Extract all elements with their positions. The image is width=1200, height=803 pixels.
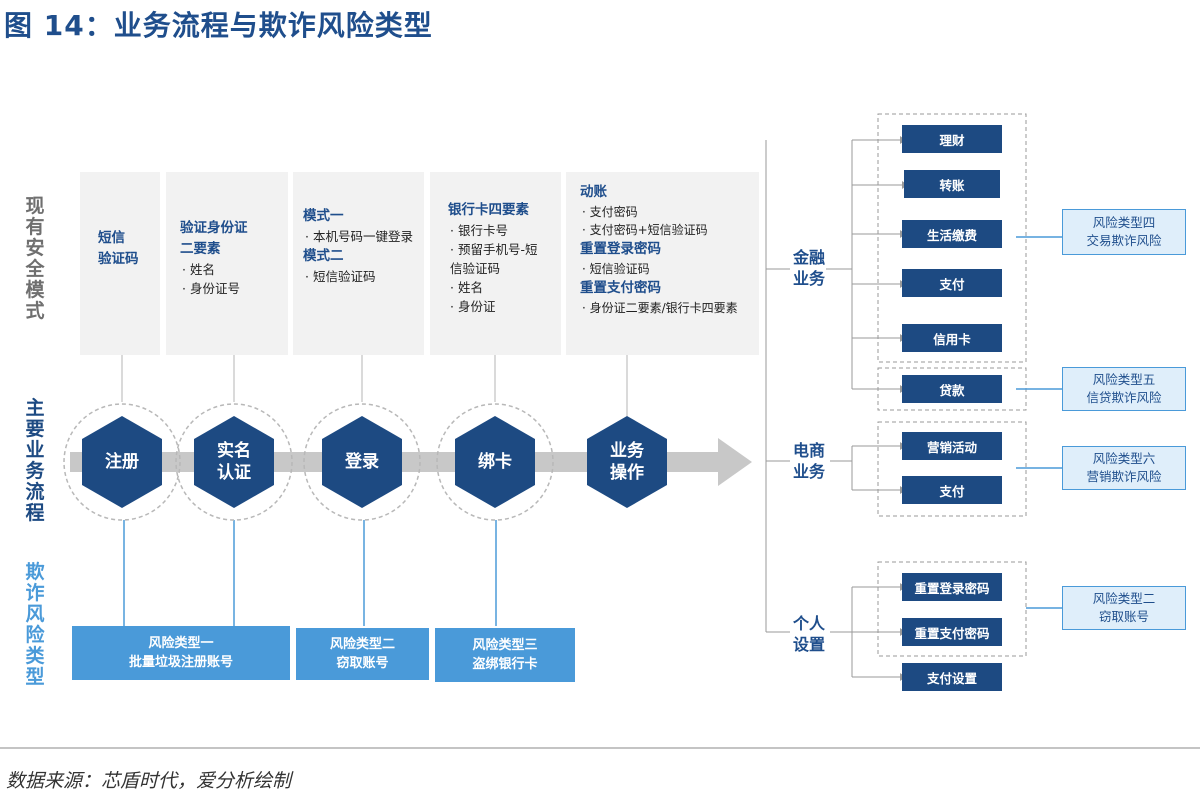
category-finance: 金融 业务 (792, 248, 825, 288)
security-item: · 姓名 (450, 280, 483, 295)
security-item: · 身份证号 (182, 281, 240, 296)
hexagon-step-4 (455, 416, 535, 508)
security-item: · 身份证 (450, 299, 496, 314)
fraud-box-3-title: 风险类型三 (472, 638, 538, 653)
security-item: · 支付密码+短信验证码 (582, 223, 708, 237)
risk-box-4: 风险类型四 交易欺诈风险 (1062, 209, 1186, 255)
risk-box-4-title: 风险类型四 (1092, 215, 1156, 230)
step-label-login: 登录 (345, 452, 379, 472)
security-item: · 身份证二要素/银行卡四要素 (582, 301, 738, 315)
step-label-bindcard: 绑卡 (478, 452, 512, 472)
action-loan: 贷款 (902, 375, 1002, 403)
action-transfer: 转账 (904, 170, 1000, 198)
security-item: · 本机号码一键登录 (305, 229, 413, 244)
security-heading: 验证身份证 (180, 220, 248, 236)
fraud-box-1-title: 风险类型一 (148, 636, 214, 651)
risk-box-6-title: 风险类型六 (1092, 451, 1156, 466)
fraud-connectors (123, 520, 497, 626)
action-bill-payment: 生活缴费 (902, 220, 1002, 248)
risk-box-6-desc: 营销欺诈风险 (1086, 469, 1162, 484)
step-circles (63, 403, 554, 521)
action-payment: 支付 (902, 269, 1002, 297)
fraud-box-2-desc: 窃取账号 (336, 656, 389, 671)
risk-box-5-desc: 信贷欺诈风险 (1086, 390, 1162, 405)
fraud-box-2-title: 风险类型二 (329, 637, 395, 652)
source-note: 数据来源：芯盾时代，爱分析绘制 (6, 770, 292, 792)
security-heading: 短信 (98, 230, 125, 246)
hexagon-step-5 (587, 416, 667, 508)
security-heading: 二要素 (180, 241, 221, 257)
security-box-login: 模式一 · 本机号码一键登录模式二 · 短信验证码 (293, 172, 424, 355)
action-marketing: 营销活动 (902, 432, 1002, 460)
risk-box-4-desc: 交易欺诈风险 (1086, 233, 1162, 248)
row-label-fraud: 欺诈风险类型 (25, 561, 45, 688)
security-box-bindcard: 银行卡四要素 · 银行卡号 · 预留手机号-短信验证码 · 姓名 · 身份证 (430, 172, 561, 355)
security-heading: 重置登录密码 (580, 241, 661, 257)
action-credit-card: 信用卡 (902, 324, 1002, 352)
category-ecommerce: 电商 业务 (792, 441, 825, 481)
security-box-realname: 验证身份证二要素 · 姓名 · 身份证号 (166, 172, 288, 355)
hexagon-step-1 (82, 416, 162, 508)
step-label-realname: 实名 认证 (217, 441, 251, 483)
security-heading: 动账 (580, 184, 607, 200)
fraud-box-3-desc: 盗绑银行卡 (472, 657, 538, 672)
tree-connectors (765, 139, 902, 678)
step-label-operation: 业务 操作 (610, 441, 644, 483)
security-box-operation: 动账 · 支付密码 · 支付密码+短信验证码重置登录密码 · 短信验证码重置支付密码 ·… (566, 172, 759, 355)
action-wealth: 理财 (902, 125, 1002, 153)
hexagon-step-3 (322, 416, 402, 508)
row-label-security: 现有安全模式 (25, 195, 45, 322)
row-label-flow: 主要业务流程 (25, 397, 45, 524)
security-item: · 短信验证码 (582, 262, 650, 276)
security-heading: 验证码 (98, 251, 139, 267)
fraud-box-2: 风险类型二 窃取账号 (296, 628, 429, 680)
action-payment-settings: 支付设置 (902, 663, 1002, 691)
action-ecommerce-payment: 支付 (902, 476, 1002, 504)
action-reset-login-password: 重置登录密码 (902, 573, 1002, 601)
step-label-register: 注册 (105, 452, 139, 472)
security-heading: 重置支付密码 (580, 280, 661, 296)
risk-box-2b-title: 风险类型二 (1092, 591, 1156, 606)
step-hexagons (82, 416, 667, 508)
security-item: · 短信验证码 (305, 269, 376, 284)
risk-box-5-title: 风险类型五 (1092, 372, 1156, 387)
fraud-box-3: 风险类型三 盗绑银行卡 (435, 628, 575, 682)
security-item: 信验证码 (450, 261, 501, 276)
security-connectors (121, 355, 628, 418)
security-heading: 银行卡四要素 (448, 202, 529, 218)
security-heading: 模式一 (303, 208, 344, 224)
security-heading: 模式二 (303, 248, 344, 264)
process-arrow (70, 438, 752, 486)
fraud-box-1-desc: 批量垃圾注册账号 (128, 655, 233, 670)
security-box-register: 短信验证码 (80, 172, 160, 355)
risk-box-5: 风险类型五 信贷欺诈风险 (1062, 367, 1186, 411)
risk-box-2b: 风险类型二 窃取账号 (1062, 586, 1186, 630)
page-title: 图 14：业务流程与欺诈风险类型 (4, 9, 433, 42)
fraud-box-1: 风险类型一 批量垃圾注册账号 (72, 626, 290, 680)
risk-connectors (1016, 236, 1062, 609)
security-item: · 姓名 (182, 262, 215, 277)
category-personal: 个人 设置 (792, 614, 825, 654)
security-item: · 银行卡号 (450, 223, 508, 238)
risk-box-2b-desc: 窃取账号 (1098, 609, 1149, 624)
security-item: · 支付密码 (582, 205, 638, 219)
security-item: · 预留手机号-短 (450, 242, 538, 257)
hexagon-step-2 (194, 416, 274, 508)
action-reset-pay-password: 重置支付密码 (902, 618, 1002, 646)
risk-box-6: 风险类型六 营销欺诈风险 (1062, 446, 1186, 490)
